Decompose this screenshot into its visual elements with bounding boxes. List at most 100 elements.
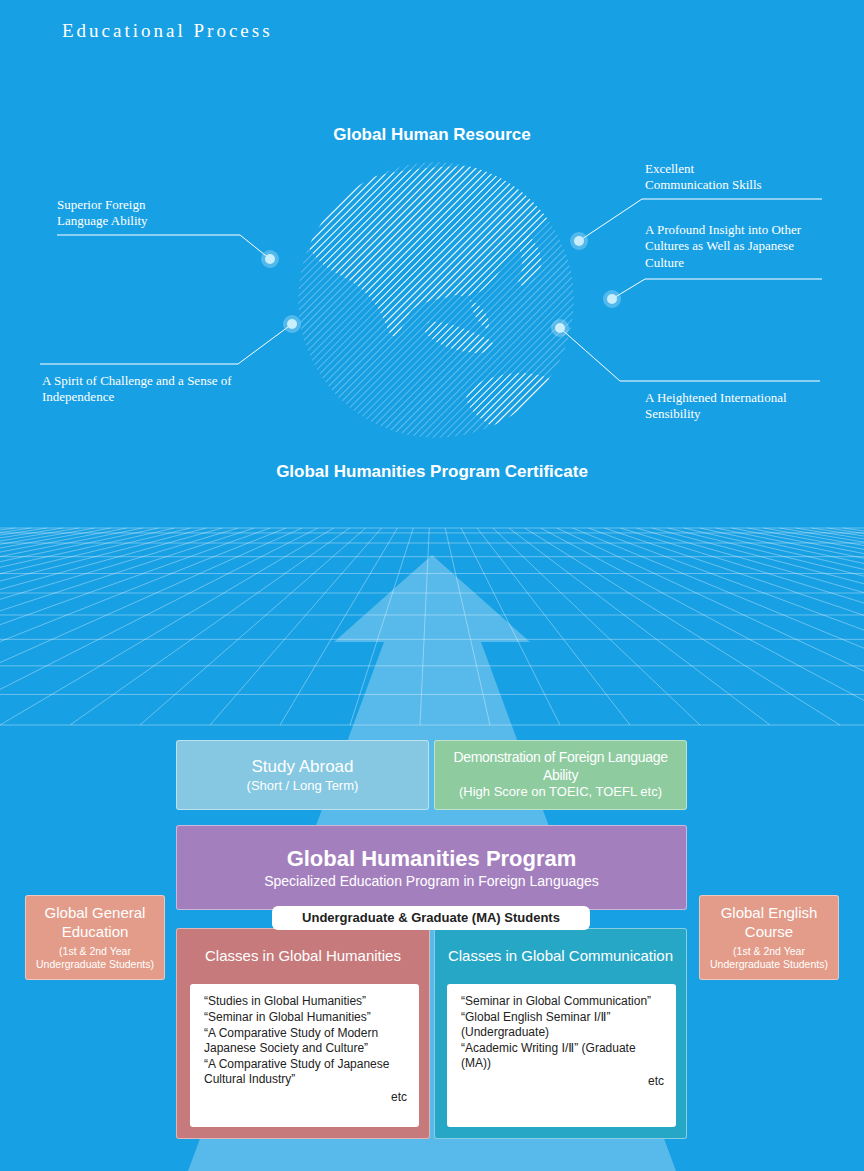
leader-lines xyxy=(40,199,822,381)
box-subtext: (High Score on TOEIC, TOEFL etc) xyxy=(459,784,662,800)
activity-box: Study Abroad(Short / Long Term) xyxy=(176,740,429,810)
leader-dot xyxy=(607,294,617,304)
grid-line xyxy=(0,528,334,725)
grid-line xyxy=(0,528,63,725)
leader-line xyxy=(57,235,270,259)
grid-line xyxy=(620,528,864,725)
leader-dot xyxy=(287,319,297,329)
class-group-box: Classes in Global Humanities “Studies in … xyxy=(176,928,430,1139)
box-subtext: (1st & 2nd Year Undergraduate Students) xyxy=(34,945,156,971)
grid-line xyxy=(70,528,350,725)
grid-line xyxy=(0,528,318,725)
side-course-box: Global General Education (1st & 2nd Year … xyxy=(25,895,165,980)
box-subtext: (Short / Long Term) xyxy=(247,778,359,794)
section-heading: Global Humanities Program Certificate xyxy=(232,461,632,482)
globe xyxy=(298,162,574,438)
course-item: etc xyxy=(461,1074,664,1089)
leader-line xyxy=(40,324,292,364)
grid-line xyxy=(0,528,286,725)
grid-line xyxy=(525,528,840,725)
course-list-box: “Studies in Global Humanities”“Seminar i… xyxy=(190,984,419,1127)
course-item: “Seminar in Global Humanities” xyxy=(204,1010,407,1025)
grid-line xyxy=(748,528,864,725)
grid-line xyxy=(557,528,864,725)
grid-line xyxy=(811,528,864,725)
grid-line xyxy=(0,528,159,725)
page-title: Educational Process xyxy=(62,20,273,42)
leader-line xyxy=(560,328,820,381)
box-subtext: (1st & 2nd Year Undergraduate Students) xyxy=(708,945,830,971)
grid-line xyxy=(764,528,864,725)
course-item: “Academic Writing Ⅰ/Ⅱ” (Graduate (MA)) xyxy=(461,1041,664,1071)
grid-line xyxy=(0,528,270,725)
side-course-box: Global English Course (1st & 2nd Year Und… xyxy=(699,895,839,980)
grid-line xyxy=(843,528,864,725)
grid-line xyxy=(0,528,302,725)
program-box: Global Humanities ProgramSpecialized Edu… xyxy=(176,825,687,910)
callout-text: Excellent Communication Skills xyxy=(645,161,780,194)
grid-line xyxy=(0,528,206,725)
grid-line xyxy=(0,528,31,725)
course-item: “Studies in Global Humanities” xyxy=(204,994,407,1009)
grid-line xyxy=(573,528,864,725)
course-item: “Global English Seminar Ⅰ/Ⅱ” (Undergradu… xyxy=(461,1010,664,1040)
callout-text: A Profound Insight into Other Cultures a… xyxy=(645,222,815,271)
grid-line xyxy=(700,528,864,725)
leader-dot xyxy=(555,323,565,333)
globe-land xyxy=(518,232,541,286)
box-heading: Undergraduate & Graduate (MA) Students xyxy=(302,910,560,926)
grid-line xyxy=(509,528,770,725)
box-heading: Global English Course xyxy=(708,904,830,942)
leader-dot-glow xyxy=(570,232,588,250)
callout-text: A Spirit of Challenge and a Sense of Ind… xyxy=(42,373,242,406)
grid-line xyxy=(716,528,864,725)
grid-line xyxy=(827,528,864,725)
leader-line xyxy=(612,279,822,299)
grid-line xyxy=(0,528,47,725)
leader-dot-glow xyxy=(551,319,569,337)
grid-line xyxy=(0,543,864,544)
grid-line xyxy=(0,528,864,529)
globe-land xyxy=(300,166,550,336)
course-item: “Seminar in Global Communication” xyxy=(461,994,664,1009)
course-item: “A Comparative Study of Modern Japanese … xyxy=(204,1026,407,1056)
course-list-box: “Seminar in Global Communication”“Global… xyxy=(447,984,676,1127)
box-heading: Classes in Global Humanities xyxy=(205,947,401,966)
leader-dot-glow xyxy=(603,290,621,308)
grid-line xyxy=(0,528,175,725)
course-item: “A Comparative Study of Japanese Cultura… xyxy=(204,1057,407,1087)
leader-dot-glow xyxy=(261,250,279,268)
globe-land xyxy=(425,322,493,353)
grid-line xyxy=(0,528,238,725)
callout-text: A Heightened International Sensibility xyxy=(645,390,815,423)
grid-line xyxy=(0,528,190,725)
grid-line xyxy=(0,528,111,725)
section-heading: Global Human Resource xyxy=(282,124,582,145)
grid-line xyxy=(604,528,864,725)
grid-line xyxy=(636,528,864,725)
grid-line xyxy=(795,528,864,725)
globe-ocean xyxy=(298,162,574,438)
box-heading: Global Humanities Program xyxy=(287,845,577,873)
leader-dot-glow xyxy=(283,315,301,333)
box-heading: Classes in Global Communication xyxy=(448,947,673,966)
grid-line xyxy=(0,532,864,533)
grid-line xyxy=(541,528,864,725)
grid-line xyxy=(140,528,366,725)
leader-dot xyxy=(265,254,275,264)
callout-text: Superior Foreign Language Ability xyxy=(57,197,185,230)
activity-box: Demonstration of Foreign Language Abilit… xyxy=(434,740,687,810)
class-group-box: Classes in Global Communication “Seminar … xyxy=(434,928,687,1139)
box-heading: Demonstration of Foreign Language Abilit… xyxy=(443,749,678,784)
course-item: etc xyxy=(204,1090,407,1105)
box-subtext: Specialized Education Program in Foreign… xyxy=(264,873,599,891)
grid-line xyxy=(0,528,15,725)
leader-dot xyxy=(574,236,584,246)
grid-line xyxy=(652,528,864,725)
box-heading: Global General Education xyxy=(34,904,156,942)
box-heading: Study Abroad xyxy=(251,756,353,777)
grid-line xyxy=(588,528,864,725)
globe-land xyxy=(466,373,562,435)
